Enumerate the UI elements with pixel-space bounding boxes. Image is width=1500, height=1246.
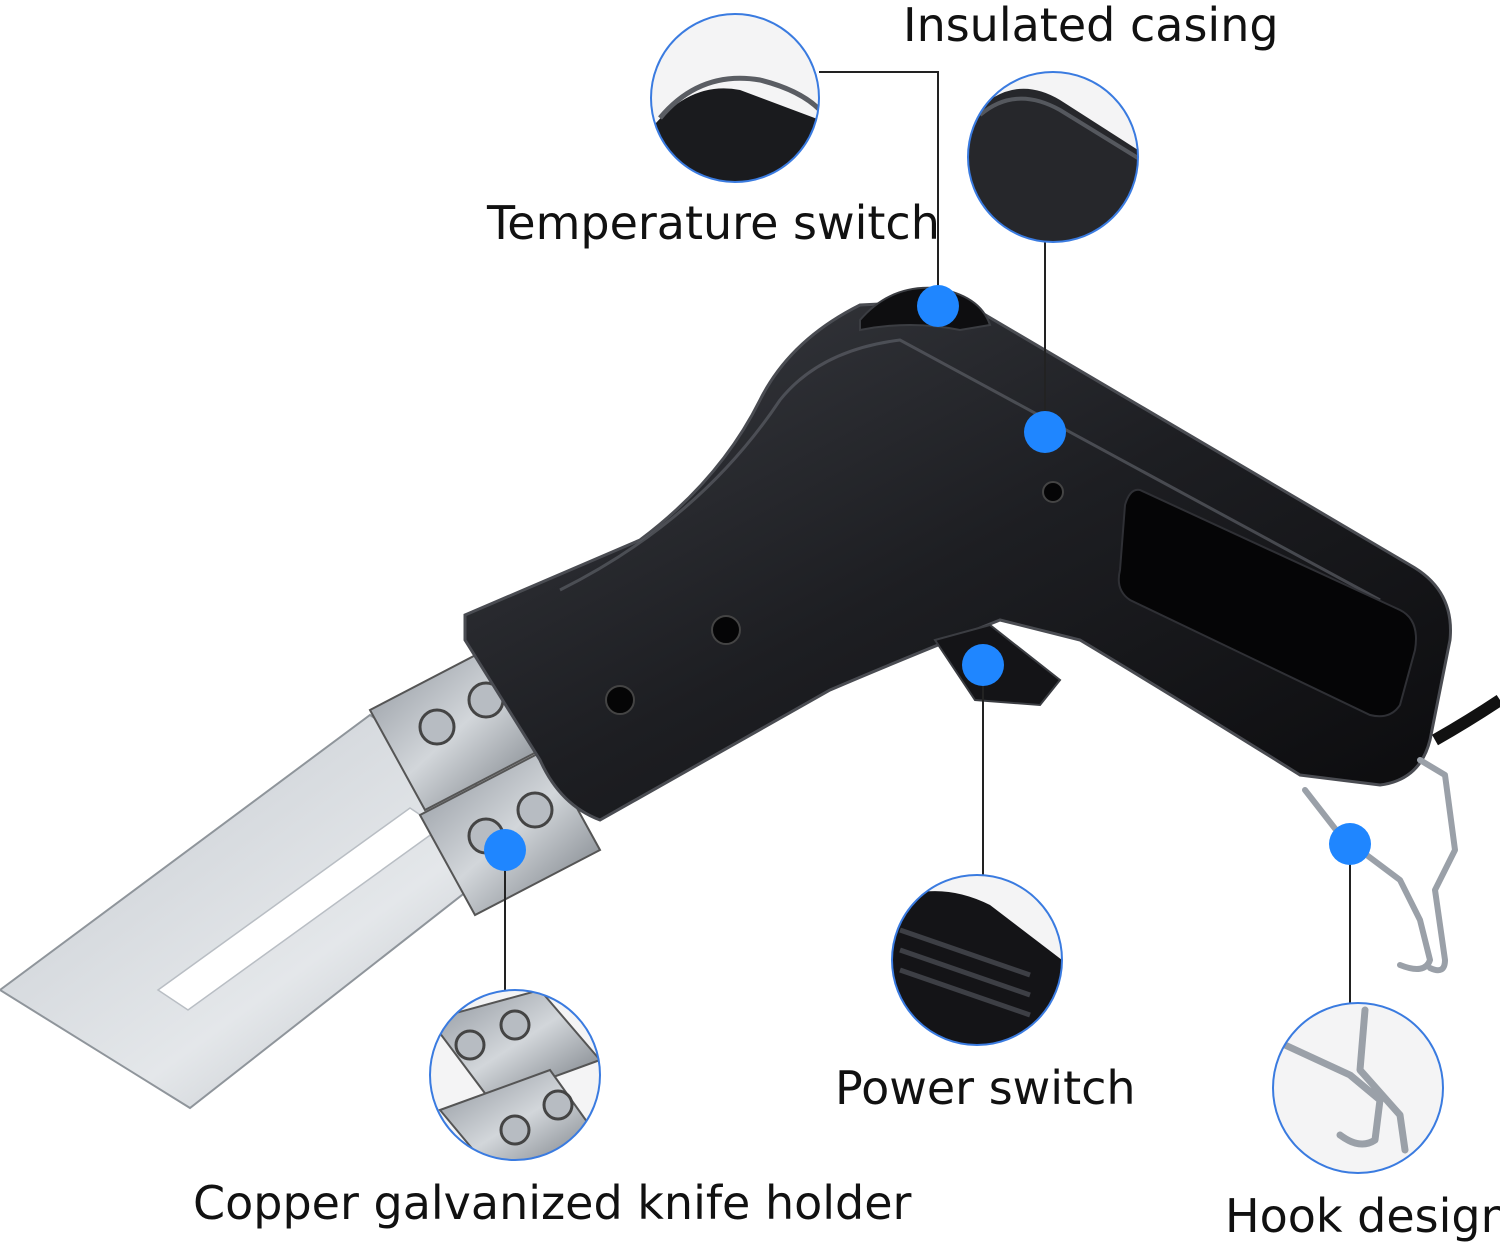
copper-knife-holder-label: Copper galvanized knife holder	[193, 1176, 912, 1230]
temperature-switch-label: Temperature switch	[487, 196, 940, 250]
body-highlight-ridge	[559, 338, 1381, 602]
handle-grip-recess	[1117, 488, 1417, 718]
power-cord	[1432, 695, 1500, 746]
hook-design-marker	[1329, 823, 1371, 865]
callout-temperature-switch	[650, 13, 820, 183]
marker-dots	[484, 285, 1371, 871]
hook-design-label: Hook design	[1225, 1189, 1500, 1243]
insulated-casing-label: Insulated casing	[903, 0, 1279, 52]
callout-power-switch	[891, 874, 1063, 1046]
wire-hook	[1302, 757, 1458, 974]
gun-body	[463, 298, 1452, 822]
temperature-switch-marker	[917, 285, 959, 327]
knife-holder-marker	[484, 829, 526, 871]
callout-knife-holder	[429, 989, 601, 1161]
hot-knife-illustration	[0, 286, 1500, 1110]
temperature-switch-leader	[819, 71, 939, 305]
power-switch-label: Power switch	[835, 1061, 1136, 1115]
screws	[605, 481, 1064, 715]
insulated-casing-marker	[1024, 411, 1066, 453]
power-switch-marker	[962, 644, 1004, 686]
callout-hook-design	[1272, 1002, 1444, 1174]
callout-insulated-casing	[967, 71, 1139, 243]
leader-lines	[504, 71, 1351, 1003]
